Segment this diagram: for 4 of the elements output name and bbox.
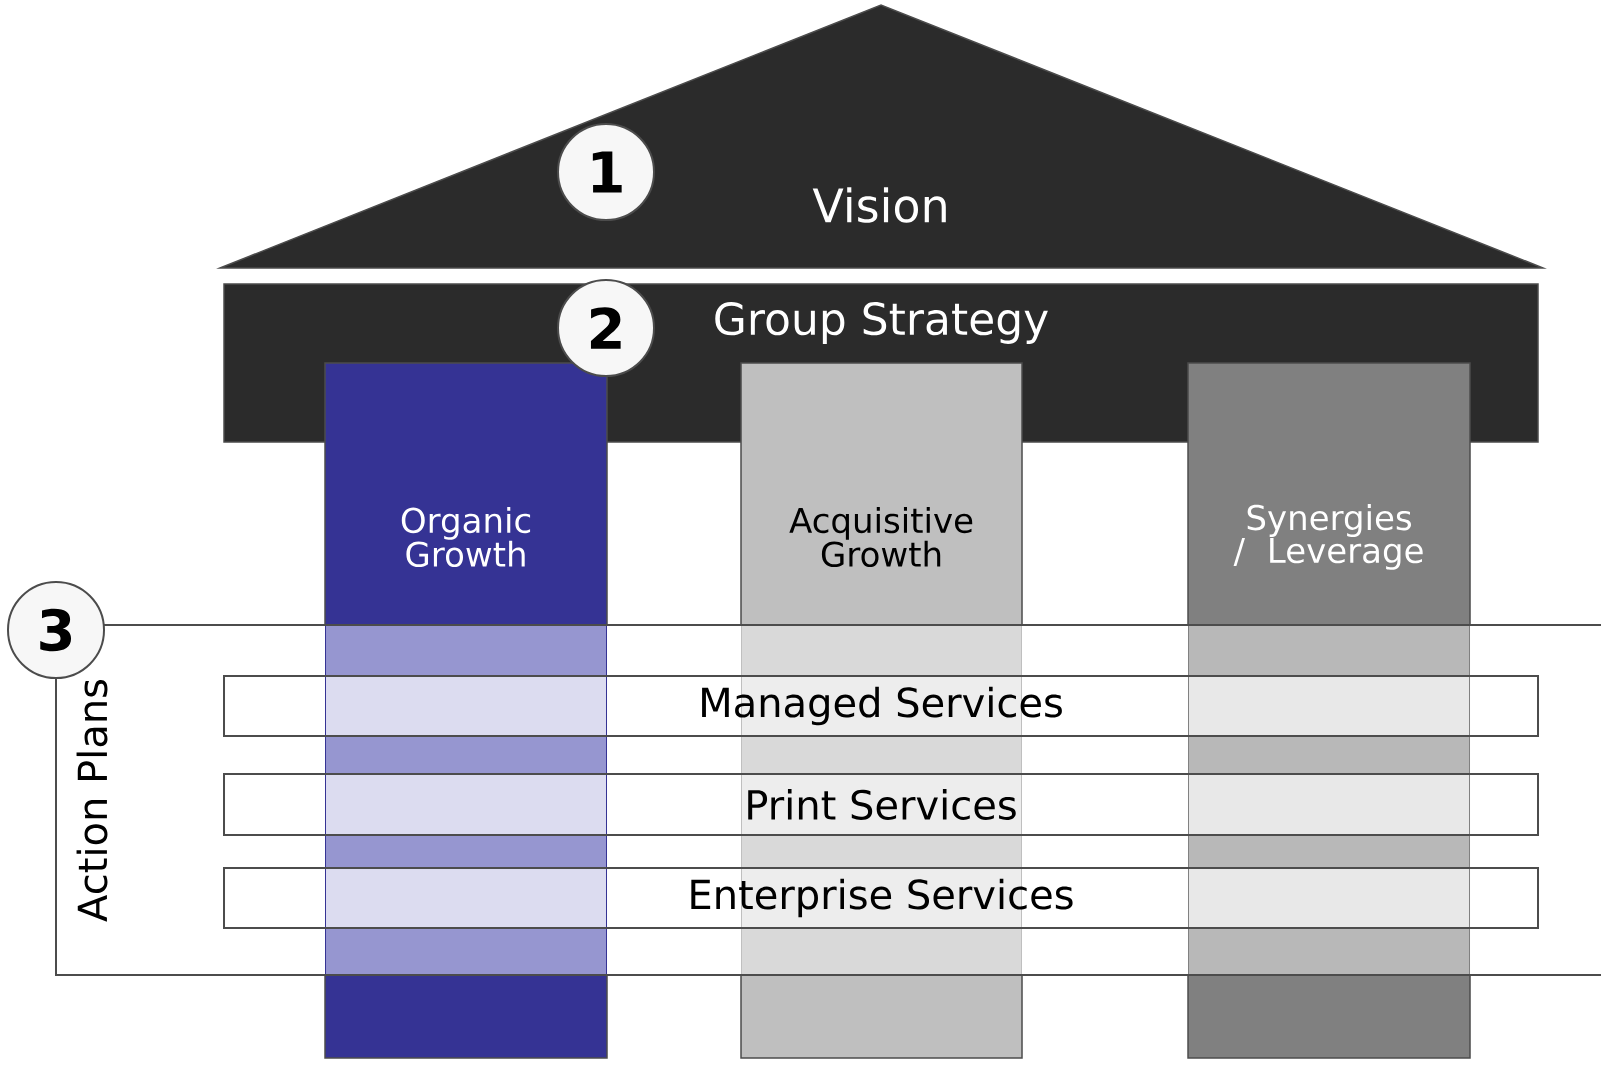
service-band: Enterprise Services — [223, 867, 1539, 929]
side-label: Action Plans — [76, 679, 108, 922]
service-band: Print Services — [223, 773, 1539, 836]
service-band: Managed Services — [223, 675, 1539, 737]
